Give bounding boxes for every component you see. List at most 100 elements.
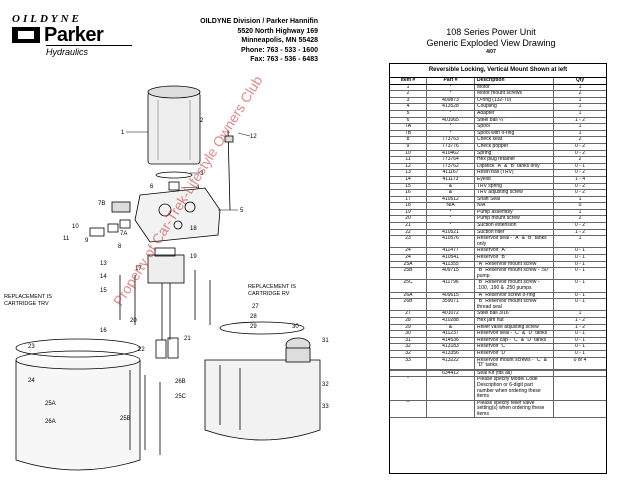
cell-qty: 2: [578, 137, 582, 143]
parker-flag-icon: [12, 27, 40, 43]
cell-part: *: [427, 209, 475, 216]
cell-qty: 0 - 1: [574, 261, 585, 267]
cell-part: " & ": [427, 324, 475, 331]
cell-part: 401065: [427, 117, 475, 124]
part-callout-label: 4: [196, 185, 200, 191]
part-callout-label: 14: [100, 274, 107, 280]
part-callout-label: 7B: [98, 201, 105, 207]
cell-item: 14: [390, 176, 427, 183]
cell-qty: 1: [578, 311, 582, 317]
parker-logo: OILDYNE Parker Hydraulics: [12, 13, 132, 57]
cell-item: 12: [390, 163, 427, 170]
part-callout-label: 15: [100, 288, 107, 294]
cell-description: Motor mount screws: [475, 91, 554, 97]
cell-qty: 0 - 1: [574, 280, 585, 286]
cell-item: *: [390, 377, 427, 400]
cell-item: 25A: [390, 261, 427, 268]
cell-qty: 0 - 1: [574, 163, 585, 169]
cell-description: Pump mount screw: [475, 216, 554, 223]
cell-qty: 1 - 4: [574, 176, 585, 182]
cell-qty: [554, 401, 606, 418]
cell-part: 401072: [427, 311, 475, 317]
cell-qty: 1 - 2: [574, 324, 585, 330]
part-callout-label: 21: [184, 336, 191, 342]
part-callout-label: 8: [118, 244, 122, 250]
cell-description: Suction extension: [475, 223, 554, 229]
part-callout-label: 6: [150, 184, 154, 190]
cell-qty: 0 - 1: [574, 344, 585, 350]
part-callout-label: 2: [200, 118, 204, 124]
cell-item: 33: [390, 357, 427, 369]
cell-part: 410512: [427, 196, 475, 203]
table-caption: Reversible Locking, Vertical Mount Shown…: [390, 64, 606, 78]
cell-qty: 0: [578, 203, 582, 209]
cell-qty: 1 - 2: [574, 229, 585, 235]
cell-part: [427, 400, 475, 418]
cell-qty: 1: [578, 130, 582, 136]
part-callout-label: 20: [130, 318, 137, 324]
part-callout-label: 7A: [120, 231, 127, 237]
cell-qty: 2: [578, 91, 582, 97]
part-callout-label: 10: [72, 224, 79, 230]
cell-description: N/A: [475, 203, 554, 209]
cell-qty: 2: [578, 157, 582, 163]
part-callout-label: 26B: [175, 379, 186, 385]
address-line: Fax: 763 - 536 - 6483: [250, 56, 318, 63]
cell-description: Reservoir cap - "C" & "D" tanks: [475, 337, 554, 344]
cell-item: 18: [390, 203, 427, 209]
table-row: [390, 369, 606, 371]
cell-item: 1: [390, 84, 427, 91]
part-callout-label: 25B: [120, 416, 131, 422]
part-callout-label: 17: [135, 266, 142, 272]
cell-description: Hex plug retainer: [475, 157, 554, 163]
cell-part: *: [427, 216, 475, 223]
cell-part: *: [427, 91, 475, 97]
cell-description: Reservoir mount screws - "C" & "D" tanks: [475, 357, 554, 369]
cell-qty: 1 - 2: [574, 317, 585, 323]
cell-part: *: [427, 110, 475, 117]
cell-item: 19: [390, 209, 427, 216]
cell-part: 773764: [427, 157, 475, 163]
cell-qty: 0 - 1: [574, 248, 585, 254]
header-item: Item #: [390, 78, 427, 84]
cell-description: Shaft Seal: [475, 196, 554, 203]
cell-part: [427, 377, 475, 400]
cell-qty: 0 - 1: [574, 350, 585, 356]
cell-part: 773776: [427, 143, 475, 150]
cell-item: 6: [390, 117, 427, 124]
exploded-view-diagram: 1234567A7B891011121314151617181920212223…: [4, 85, 329, 471]
cell-part: 411237: [427, 331, 475, 337]
cell-description: Coupling: [475, 104, 554, 110]
cell-item: 7A: [390, 124, 427, 130]
cell-part: 359071: [427, 299, 475, 311]
cell-part: *: [427, 124, 475, 130]
cell-part: *: [427, 223, 475, 229]
cell-item: 32: [390, 344, 427, 350]
cell-qty: 0 - 1: [574, 331, 585, 337]
address-line: Phone: 763 - 533 - 1600: [240, 46, 318, 54]
cell-part: 411477: [427, 248, 475, 255]
hydraulics-wordmark: Hydraulics: [46, 45, 132, 57]
cell-description: Steel ball ¼": [475, 117, 554, 124]
cell-description: Please specify Model Code Description or…: [475, 377, 554, 400]
title-date: 4/07: [486, 49, 496, 55]
cell-item: 28: [390, 317, 427, 324]
cell-item: 24: [390, 248, 427, 255]
document-title: 108 Series Power Unit Generic Exploded V…: [380, 27, 602, 56]
cell-qty: 1 - 2: [574, 117, 585, 123]
cell-qty: 1: [578, 84, 582, 90]
cell-description: TRV adjusting screw: [475, 190, 554, 196]
